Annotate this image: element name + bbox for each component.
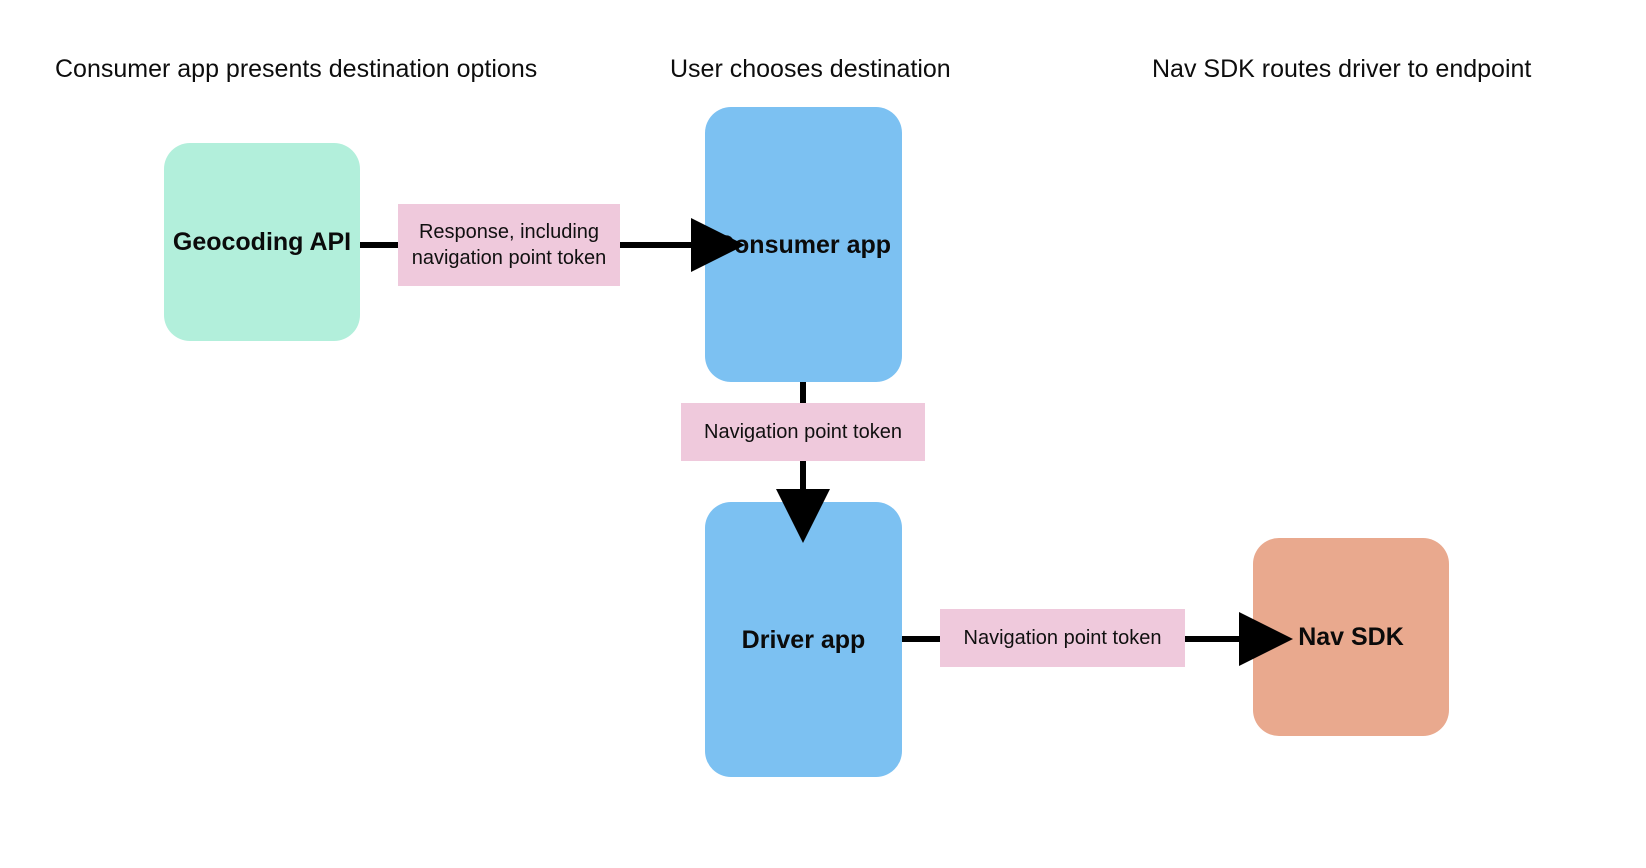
- edge-label-response-text: Response, including navigation point tok…: [411, 221, 607, 269]
- node-driver-app-label: Driver app: [741, 625, 866, 654]
- edge-label-navigation-point-token-driver-to-navsdk: Navigation point token: [940, 609, 1185, 667]
- column-heading-nav-sdk-routes-driver: Nav SDK routes driver to endpoint: [1152, 55, 1532, 83]
- column-heading-user-chooses-destination: User chooses destination: [670, 55, 951, 83]
- node-consumer-app-label: Consumer app: [715, 230, 892, 259]
- column-heading-consumer-app-presents: Consumer app presents destination option…: [55, 55, 538, 83]
- node-geocoding-api[interactable]: Geocoding API: [164, 143, 360, 341]
- edge-label-response-including-navigation-point-token: Response, including navigation point tok…: [398, 204, 620, 286]
- edge-label-navigation-point-token-consumer-to-driver: Navigation point token: [681, 403, 925, 461]
- edge-label-token-mid-text: Navigation point token: [704, 421, 902, 443]
- node-consumer-app[interactable]: Consumer app: [705, 107, 902, 382]
- node-geocoding-api-label: Geocoding API: [172, 228, 352, 256]
- edge-label-token-bottom-text: Navigation point token: [963, 627, 1162, 649]
- node-nav-sdk-label: Nav SDK: [1298, 623, 1404, 651]
- node-driver-app[interactable]: Driver app: [705, 502, 902, 777]
- node-nav-sdk[interactable]: Nav SDK: [1253, 538, 1449, 736]
